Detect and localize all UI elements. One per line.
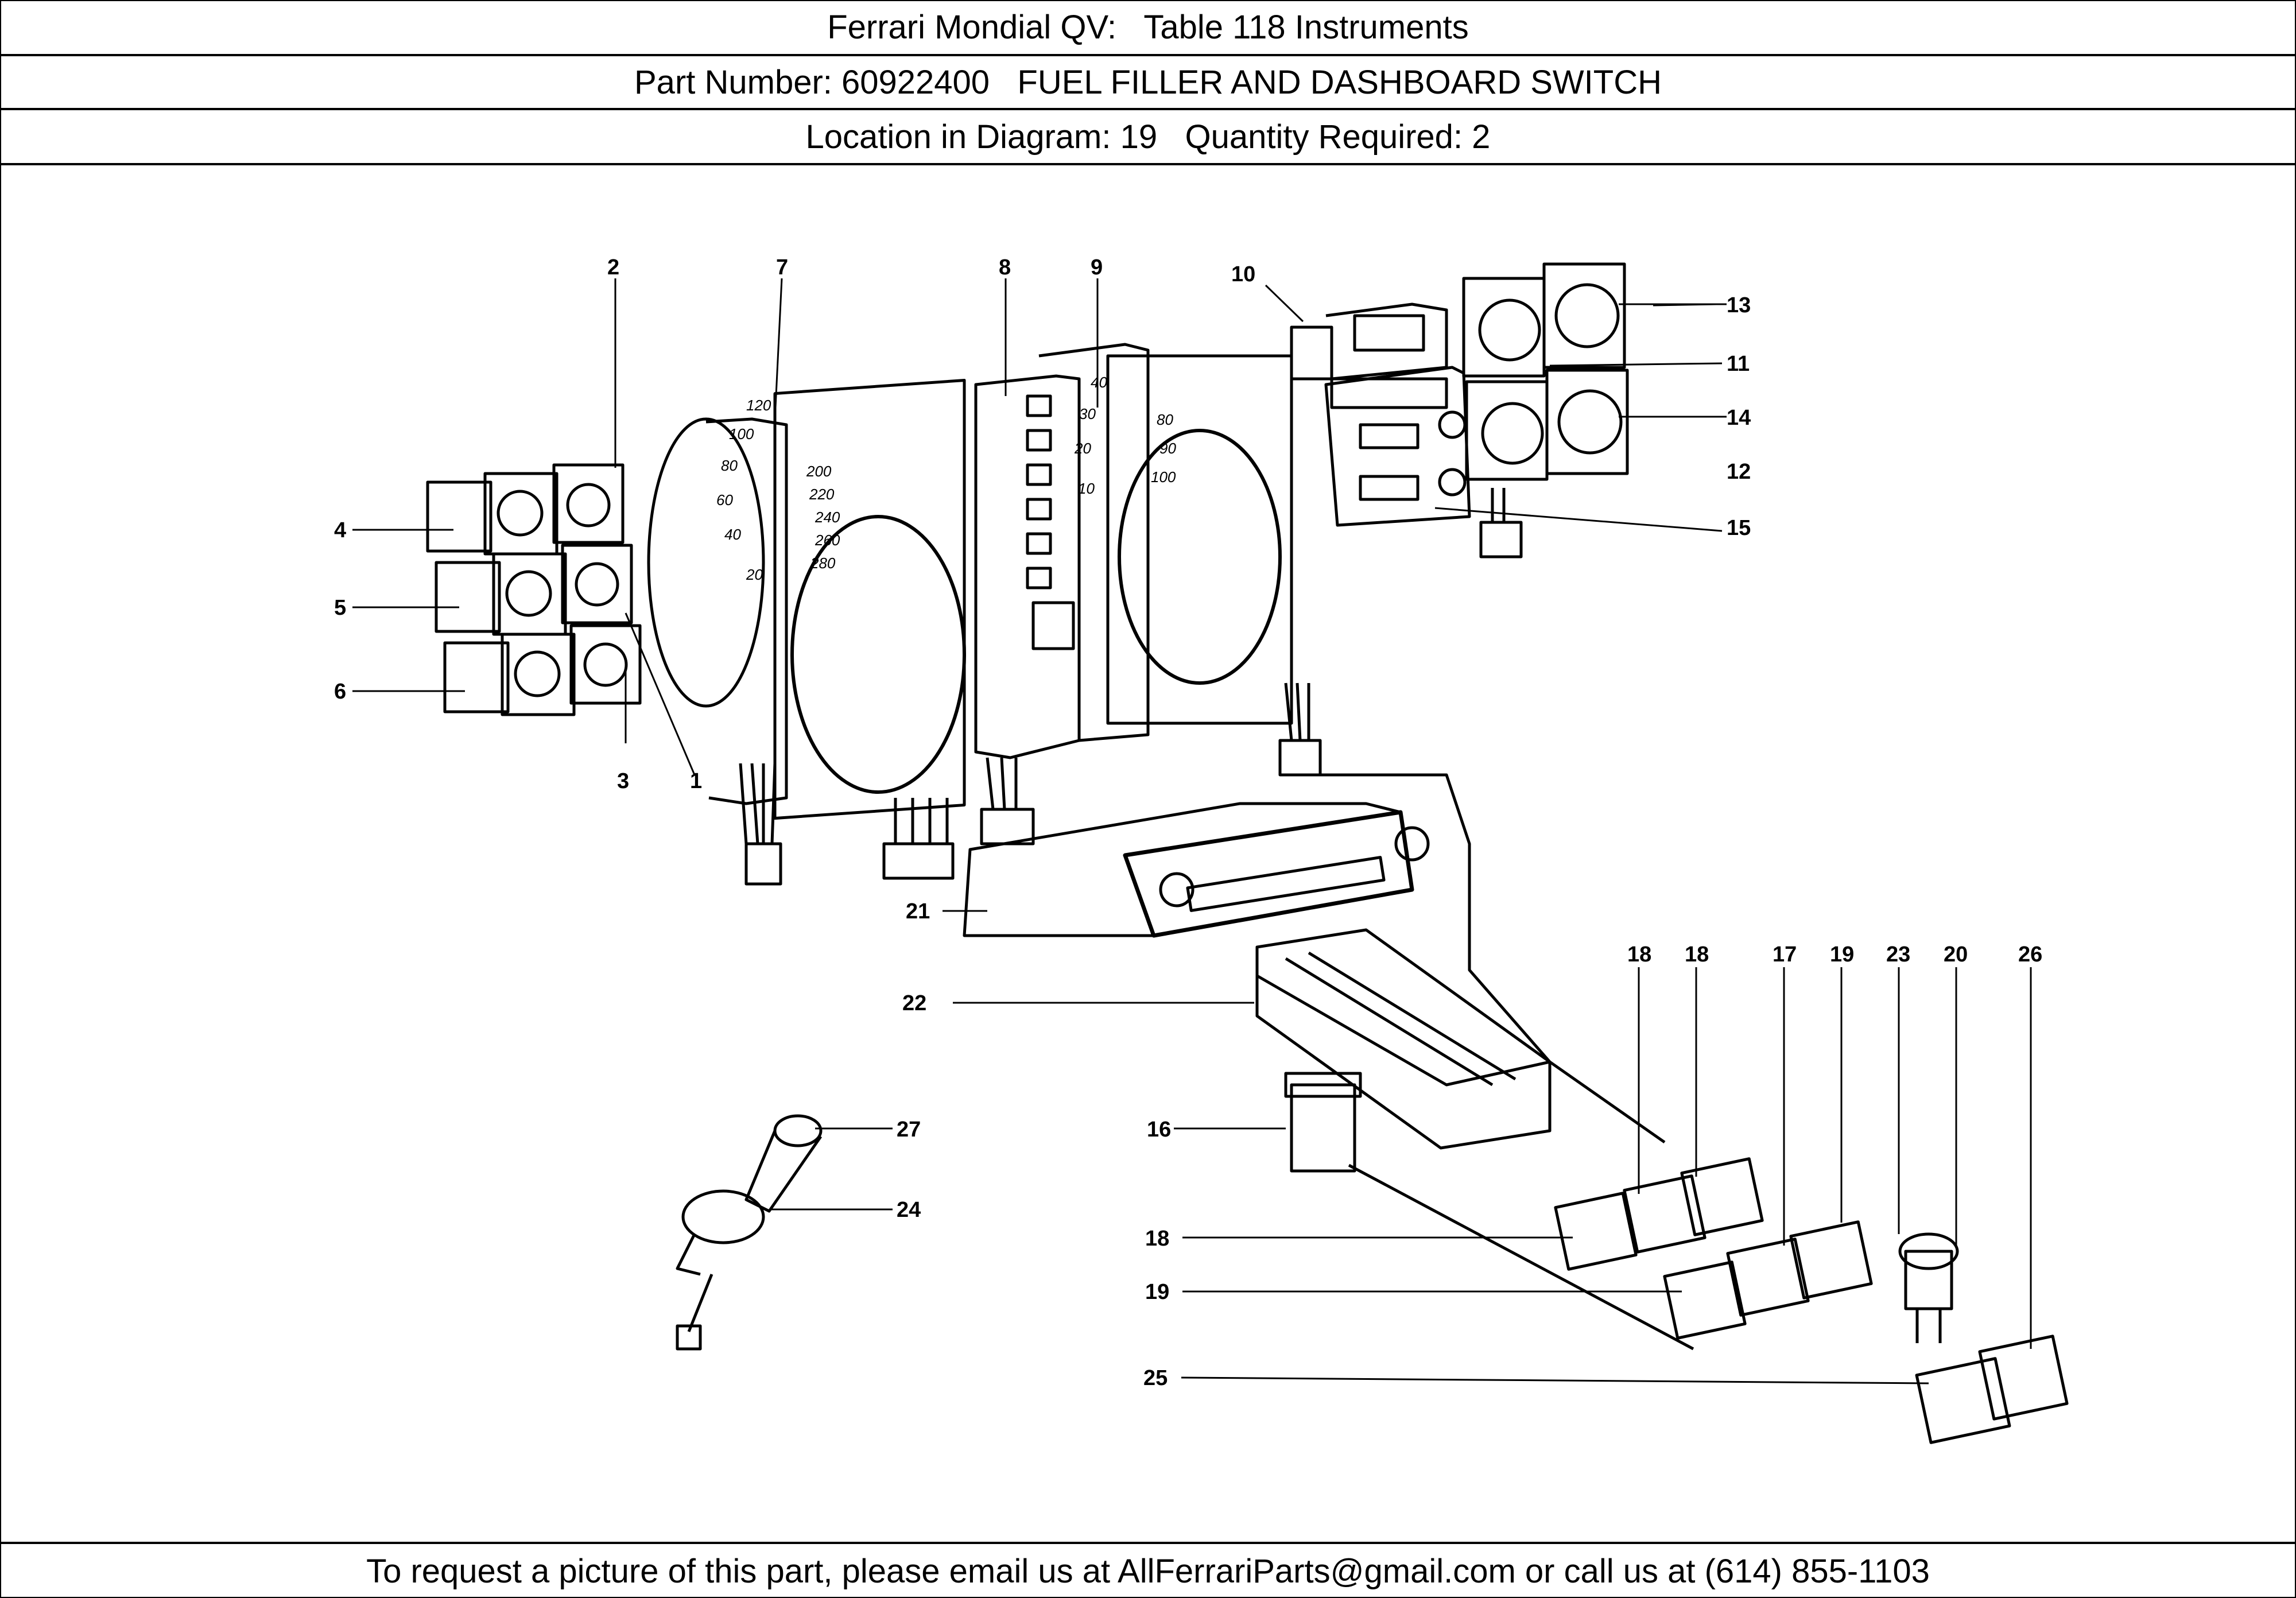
rev-tick-20: 20 — [1074, 440, 1091, 457]
rev-tick-30: 30 — [1079, 405, 1096, 422]
parts-diagram: 2 7 8 9 10 13 11 14 12 15 4 5 6 3 1 21 2… — [334, 255, 2069, 1444]
callout-19-a: 19 — [1830, 942, 1854, 967]
speedo-tick-60: 60 — [716, 491, 733, 509]
callout-22: 22 — [902, 991, 926, 1015]
callout-27: 27 — [897, 1118, 921, 1142]
callout-2: 2 — [607, 255, 619, 280]
callout-21: 21 — [906, 899, 930, 924]
callout-12: 12 — [1727, 460, 1751, 484]
speedo-tick-100: 100 — [729, 425, 754, 443]
callout-25: 25 — [1143, 1366, 1168, 1390]
callout-18-c: 18 — [1145, 1227, 1169, 1251]
callout-14: 14 — [1727, 406, 1751, 430]
rev-tick-100: 100 — [1151, 468, 1176, 486]
callout-11: 11 — [1727, 352, 1750, 376]
callout-1: 1 — [690, 769, 702, 793]
warning-lamp-modules — [426, 463, 642, 716]
switch-panel — [882, 374, 1081, 880]
rocker-switches — [1554, 1157, 2069, 1444]
callout-17: 17 — [1773, 942, 1797, 967]
callout-6: 6 — [334, 680, 346, 704]
part-number-heading: Part Number: 60922400 FUEL FILLER AND DA… — [0, 56, 2296, 110]
page-title: Ferrari Mondial QV: Table 118 Instrument… — [0, 0, 2296, 56]
callout-18-a: 18 — [1627, 942, 1651, 967]
speedo-tick-20: 20 — [746, 566, 763, 583]
location-heading: Location in Diagram: 19 Quantity Require… — [0, 110, 2296, 165]
speedometer — [647, 379, 966, 886]
radio-unit — [963, 773, 1666, 1144]
callout-7: 7 — [776, 255, 788, 280]
callout-23: 23 — [1886, 942, 1910, 967]
leader-lines — [352, 278, 2032, 1384]
rev-tick-90: 90 — [1159, 440, 1176, 457]
rev-tick-10: 10 — [1078, 480, 1095, 497]
speedo-tick-280: 280 — [810, 554, 836, 572]
callout-24: 24 — [897, 1198, 921, 1222]
tachometer — [1038, 343, 1322, 777]
cigar-lighter — [676, 1114, 823, 1351]
rev-tick-80: 80 — [1157, 411, 1173, 428]
speedo-tick-120: 120 — [746, 397, 771, 414]
callout-18-b: 18 — [1685, 942, 1709, 967]
speedo-tick-240: 240 — [815, 509, 840, 526]
callout-3: 3 — [617, 769, 629, 793]
callout-20: 20 — [1944, 942, 1968, 967]
clock-unit — [1290, 302, 1523, 558]
callout-16: 16 — [1147, 1118, 1171, 1142]
speedo-tick-260: 260 — [815, 532, 840, 549]
callout-19-b: 19 — [1145, 1280, 1169, 1304]
switch-16 — [1284, 1072, 1694, 1351]
callout-13: 13 — [1727, 293, 1751, 317]
callout-26: 26 — [2018, 942, 2042, 967]
rev-tick-40: 40 — [1091, 374, 1107, 391]
callout-4: 4 — [334, 518, 346, 542]
auxiliary-gauges — [1462, 262, 1629, 481]
callout-10: 10 — [1231, 262, 1255, 286]
callout-8: 8 — [999, 255, 1011, 280]
callout-15: 15 — [1727, 516, 1751, 540]
speedo-tick-40: 40 — [724, 526, 741, 543]
fuse-box — [1255, 928, 1552, 1150]
contact-footer: To request a picture of this part, pleas… — [0, 1542, 2296, 1598]
speedo-tick-220: 220 — [809, 486, 835, 503]
speedo-tick-80: 80 — [721, 457, 738, 474]
callout-9: 9 — [1091, 255, 1103, 280]
speedo-tick-200: 200 — [806, 463, 832, 480]
callout-5: 5 — [334, 596, 346, 620]
